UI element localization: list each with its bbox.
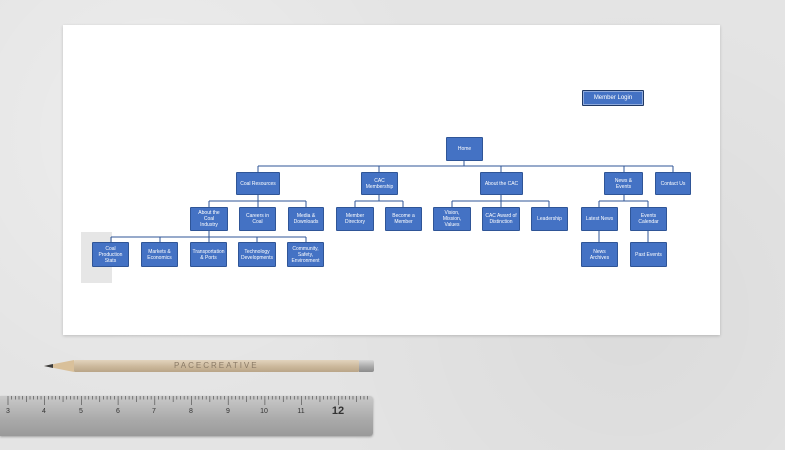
pencil-body — [74, 360, 359, 372]
pencil-ferrule — [359, 360, 374, 372]
node-latest-news[interactable]: Latest News — [581, 207, 618, 231]
node-coal-production-stats[interactable]: Coal Production Stats — [92, 242, 129, 267]
node-cac-award[interactable]: CAC Award of Distinction — [482, 207, 520, 231]
pencil-tip — [44, 360, 74, 372]
node-news-archives[interactable]: News Archives — [581, 242, 618, 267]
ruler-number-5: 5 — [79, 408, 83, 415]
node-past-events[interactable]: Past Events — [630, 242, 667, 267]
ruler-number-10: 10 — [260, 408, 268, 415]
ruler-number-7: 7 — [152, 408, 156, 415]
ruler-number-6: 6 — [116, 408, 120, 415]
pencil-brand-text: PACECREATIVE — [174, 361, 259, 370]
node-contact-us[interactable]: Contact Us — [655, 172, 691, 195]
ruler: 3 4 5 6 7 8 9 10 11 12 — [0, 396, 373, 436]
ruler-number-11: 11 — [297, 408, 305, 415]
node-technology-developments[interactable]: Technology Developments — [238, 242, 276, 267]
node-markets-economics[interactable]: Markets & Economics — [141, 242, 178, 267]
node-events-calendar[interactable]: Events Calendar — [630, 207, 667, 231]
ruler-number-8: 8 — [189, 408, 193, 415]
pencil-lead — [44, 364, 53, 368]
node-careers-in-coal[interactable]: Careers in Coal — [239, 207, 276, 231]
node-become-member[interactable]: Become a Member — [385, 207, 422, 231]
node-media-downloads[interactable]: Media & Downloads — [288, 207, 324, 231]
pencil: PACECREATIVE — [44, 359, 374, 373]
node-transportation-ports[interactable]: Transportation & Ports — [190, 242, 227, 267]
node-community-safety-environment[interactable]: Community, Safety, Environment — [287, 242, 324, 267]
ruler-number-9: 9 — [226, 408, 230, 415]
member-login-button[interactable]: Member Login — [582, 90, 644, 106]
node-vision-mission-values[interactable]: Vision, Mission, Values — [433, 207, 471, 231]
node-member-directory[interactable]: Member Directory — [336, 207, 374, 231]
node-cac-membership[interactable]: CAC Membership — [361, 172, 398, 195]
ruler-number-4: 4 — [42, 408, 46, 415]
node-coal-resources[interactable]: Coal Resources — [236, 172, 280, 195]
ruler-number-12: 12 — [331, 405, 345, 417]
node-home[interactable]: Home — [446, 137, 483, 161]
ruler-ticks — [7, 396, 368, 405]
node-leadership[interactable]: Leadership — [531, 207, 568, 231]
node-about-cac[interactable]: About the CAC — [480, 172, 523, 195]
node-about-coal-industry[interactable]: About the Coal Industry — [190, 207, 228, 231]
ruler-number-3: 3 — [6, 408, 10, 415]
node-news-events[interactable]: News & Events — [604, 172, 643, 195]
